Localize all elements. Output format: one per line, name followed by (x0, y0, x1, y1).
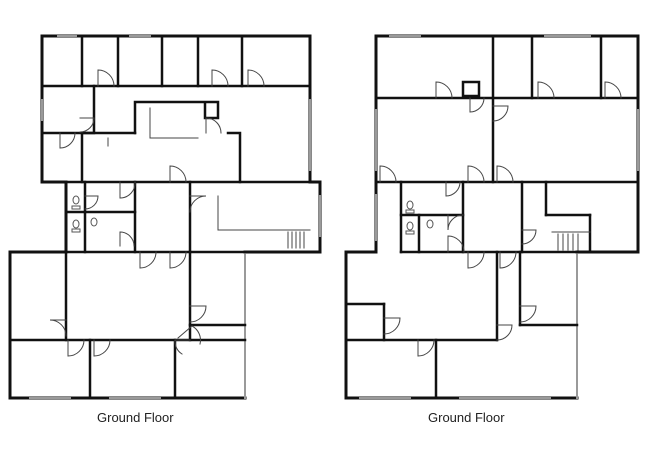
stair-and-counters (551, 231, 591, 251)
windows (29, 35, 321, 399)
exterior-walls (8, 34, 322, 400)
toilet-fixtures (71, 195, 98, 233)
plan-caption-left: Ground Floor (97, 410, 174, 425)
interior-walls (344, 34, 640, 400)
plan-caption-right: Ground Floor (428, 410, 505, 425)
floor-plan-right (344, 34, 640, 400)
floor-plan-left (8, 34, 322, 400)
interior-walls (8, 34, 322, 400)
toilet-fixtures (405, 200, 434, 235)
doors (49, 69, 265, 357)
doors (379, 81, 622, 357)
windows (359, 35, 639, 399)
stair-and-counters (107, 107, 311, 249)
